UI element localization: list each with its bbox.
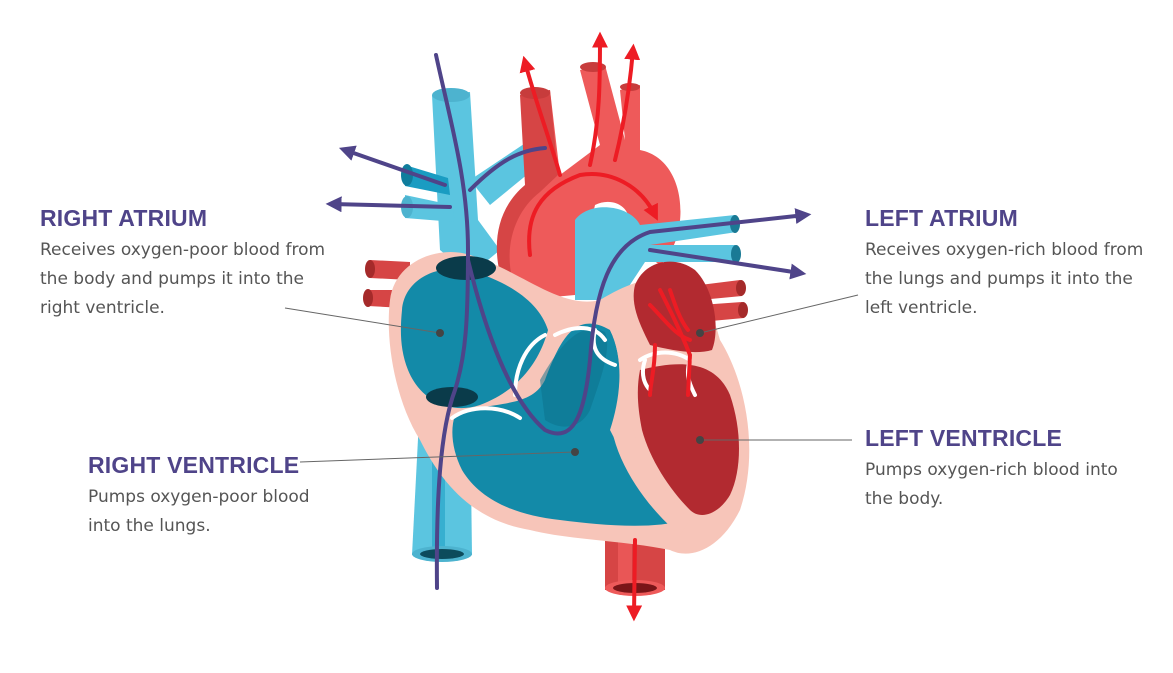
right-atrium-description: Receives oxygen-poor blood from the body… (40, 240, 326, 318)
right-atrium-chamber (400, 268, 548, 409)
left-ventricle-dot (696, 436, 704, 444)
left-ventricle-description: Pumps oxygen-rich blood into the body. (865, 460, 1118, 509)
left-ventricle-chamber (637, 364, 739, 515)
leader-lines (284, 294, 859, 463)
left-atrium-dot (696, 329, 704, 337)
left-atrium-title: LEFT ATRIUM (865, 205, 1018, 231)
right-atrium-dot (436, 329, 444, 337)
right-atrium-title: RIGHT ATRIUM (40, 205, 208, 231)
left-atrium-label: LEFT ATRIUM Receives oxygen-rich blood f… (865, 205, 1155, 323)
left-ventricle-label: LEFT VENTRICLE Pumps oxygen-rich blood i… (865, 425, 1145, 514)
oxygen-rich-flow (519, 31, 693, 622)
right-ventricle-description: Pumps oxygen-poor blood into the lungs. (88, 487, 310, 536)
septum (610, 330, 690, 535)
right-ventricle-dot (571, 448, 579, 456)
oxygen-poor-flow (325, 53, 812, 590)
leader-dots (436, 329, 704, 456)
left-ventricle-title: LEFT VENTRICLE (865, 425, 1063, 451)
right-ventricle-title: RIGHT VENTRICLE (88, 452, 300, 478)
right-atrium-label: RIGHT ATRIUM Receives oxygen-poor blood … (40, 205, 330, 323)
left-atrium-description: Receives oxygen-rich blood from the lung… (865, 240, 1144, 318)
right-ventricle-label: RIGHT VENTRICLE Pumps oxygen-poor blood … (88, 452, 328, 541)
